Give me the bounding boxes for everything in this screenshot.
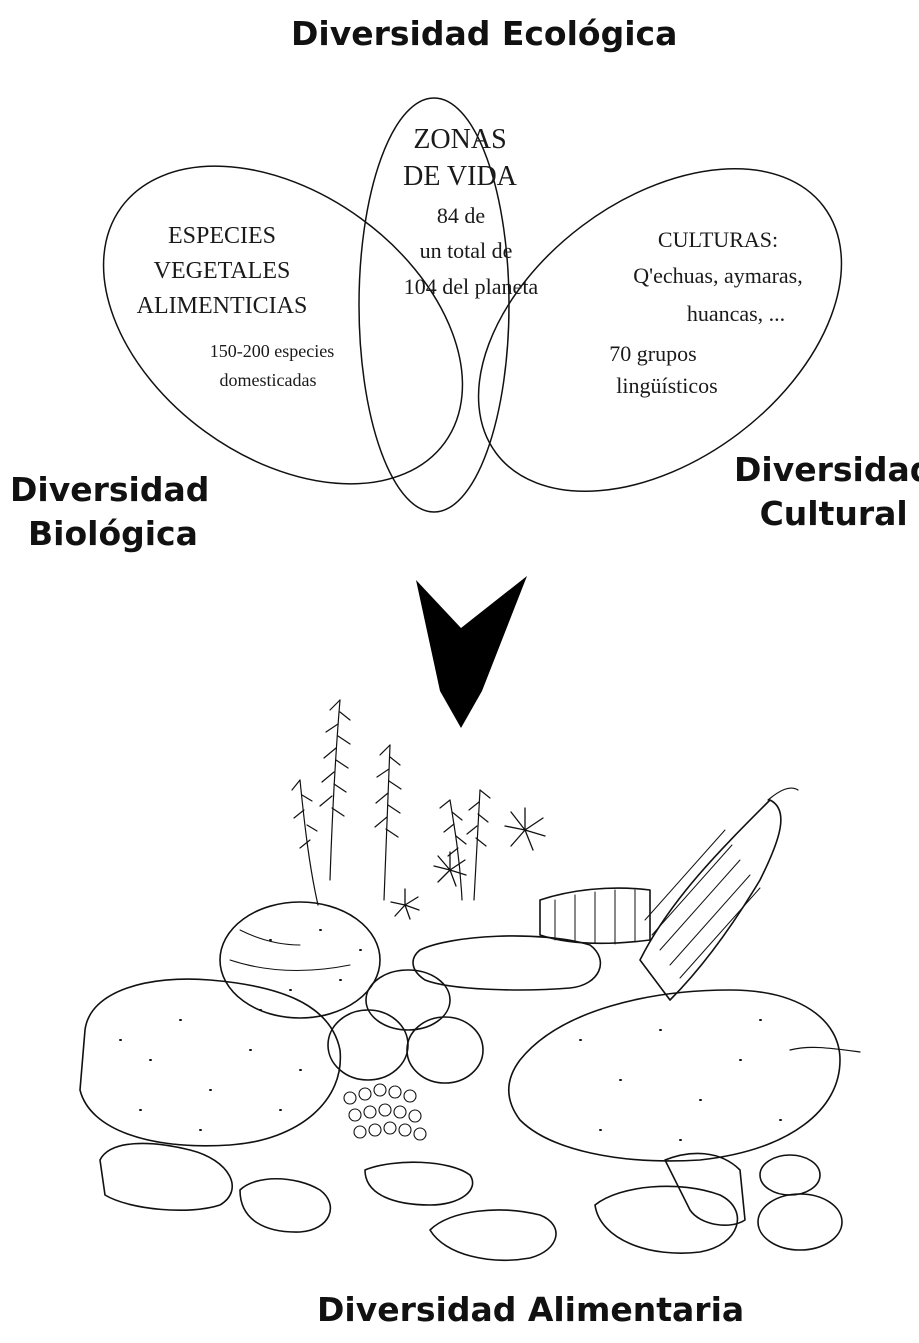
- left-line3: ALIMENTICIAS: [137, 293, 308, 319]
- left-ellipse-text: ESPECIES VEGETALES ALIMENTICIAS 150-200 …: [137, 223, 335, 390]
- oca-tuber-3-icon: [758, 1194, 842, 1250]
- left-line1: ESPECIES: [168, 223, 276, 249]
- potato-round-3-icon: [407, 1017, 483, 1083]
- food-crops-illustration: [80, 700, 860, 1260]
- left-line5: domesticadas: [220, 370, 317, 390]
- center-line3: 84 de: [437, 203, 485, 228]
- oca-tuber-4-icon: [760, 1155, 820, 1195]
- right-line3: huancas, ...: [687, 301, 785, 326]
- potato-round-1-icon: [366, 970, 450, 1030]
- center-line5: 104 del planeta: [404, 274, 539, 299]
- right-line1: CULTURAS:: [658, 227, 778, 252]
- quinoa-plants-icon: [292, 700, 490, 905]
- long-tuber-icon: [665, 1153, 745, 1225]
- stipple-texture: [120, 930, 781, 1140]
- large-tuber-icon: [509, 990, 840, 1161]
- corn-cob-icon: [540, 788, 798, 1000]
- center-ellipse-text: ZONAS DE VIDA 84 de un total de 104 del …: [403, 124, 538, 299]
- potato-small-2-icon: [240, 1179, 330, 1232]
- oca-tuber-1-icon: [430, 1210, 556, 1260]
- down-arrow-icon: [416, 576, 527, 728]
- right-line4: 70 grupos: [609, 341, 696, 366]
- flowers-icon: [391, 808, 545, 919]
- center-line2: DE VIDA: [403, 161, 518, 192]
- center-line1: ZONAS: [413, 124, 506, 155]
- right-ellipse-text: CULTURAS: Q'echuas, aymaras, huancas, ..…: [609, 227, 802, 398]
- potato-round-2-icon: [328, 1010, 408, 1080]
- right-line2: Q'echuas, aymaras,: [633, 263, 803, 288]
- oca-tuber-2-icon: [595, 1186, 737, 1253]
- cucumber-icon: [365, 1162, 473, 1205]
- potato-small-1-icon: [100, 1143, 232, 1210]
- potato-large-icon: [80, 979, 340, 1146]
- right-line5: lingüísticos: [616, 373, 717, 398]
- center-line4: un total de: [420, 238, 513, 263]
- bean-seeds-icon: [344, 1084, 426, 1140]
- left-line2: VEGETALES: [154, 258, 291, 284]
- left-line4: 150-200 especies: [210, 341, 334, 361]
